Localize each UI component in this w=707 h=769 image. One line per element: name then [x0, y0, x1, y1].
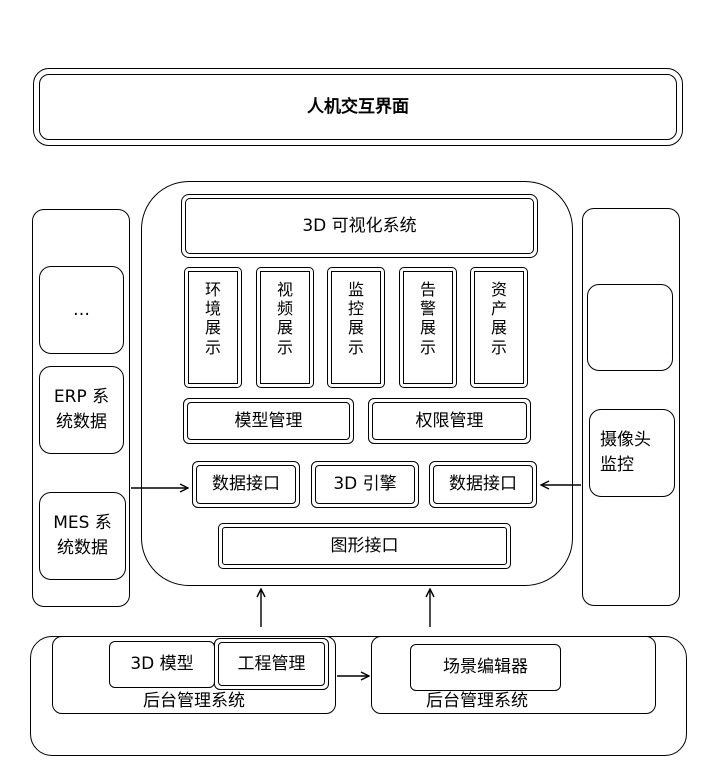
- column-alarm-label: 告警展示: [419, 280, 436, 357]
- column-video: 视频展示: [256, 267, 314, 388]
- column-asset: 资产展示: [470, 267, 528, 388]
- left-item-mes-label: MES 系统数据: [53, 513, 112, 558]
- backend-project-label: 工程管理: [237, 653, 306, 674]
- permission-management-box: 权限管理: [368, 398, 531, 444]
- scene-editor-label: 场景编辑器: [443, 657, 528, 678]
- left-item-mes: MES 系统数据: [39, 492, 126, 580]
- graphics-interface-box: 图形接口: [218, 523, 511, 569]
- column-environment-label: 环境展示: [204, 280, 221, 357]
- right-camera-panel: [582, 208, 680, 606]
- column-monitor: 监控展示: [327, 267, 385, 388]
- backend-left-caption: 后台管理系统: [143, 691, 245, 712]
- left-item-erp-label: ERP 系统数据: [53, 387, 110, 432]
- data-interface-right-box: 数据接口: [429, 461, 537, 508]
- left-item-ellipsis-label: …: [73, 299, 90, 320]
- viz-title-box: 3D 可视化系统: [181, 194, 538, 258]
- model-management-box: 模型管理: [183, 398, 354, 444]
- column-monitor-label: 监控展示: [347, 280, 364, 357]
- right-item-camera: 摄像头监控: [589, 409, 675, 497]
- column-environment: 环境展示: [184, 267, 242, 388]
- column-asset-label: 资产展示: [490, 280, 507, 357]
- backend-right-caption: 后台管理系统: [426, 691, 528, 712]
- backend-model-label: 3D 模型: [130, 654, 194, 675]
- left-item-ellipsis: …: [39, 266, 124, 354]
- hmi-label: 人机交互界面: [307, 96, 409, 117]
- hmi-box: 人机交互界面: [33, 68, 683, 146]
- left-item-erp: ERP 系统数据: [39, 366, 124, 454]
- scene-editor-box: 场景编辑器: [410, 644, 561, 691]
- graphics-interface-label: 图形接口: [330, 535, 399, 556]
- engine-box: 3D 引擎: [311, 461, 419, 508]
- viz-title: 3D 可视化系统: [302, 215, 417, 236]
- backend-project-box: 工程管理: [214, 638, 329, 690]
- data-interface-left-box: 数据接口: [192, 461, 300, 508]
- model-management-label: 模型管理: [234, 410, 303, 431]
- data-interface-right-label: 数据接口: [449, 474, 517, 495]
- engine-label: 3D 引擎: [333, 474, 397, 495]
- permission-management-label: 权限管理: [415, 410, 484, 431]
- right-item-blank: [587, 284, 673, 371]
- backend-model-box: 3D 模型: [109, 641, 215, 688]
- right-item-camera-label: 摄像头监控: [600, 430, 651, 475]
- column-video-label: 视频展示: [276, 280, 293, 357]
- data-interface-left-label: 数据接口: [212, 474, 280, 495]
- column-alarm: 告警展示: [399, 267, 457, 388]
